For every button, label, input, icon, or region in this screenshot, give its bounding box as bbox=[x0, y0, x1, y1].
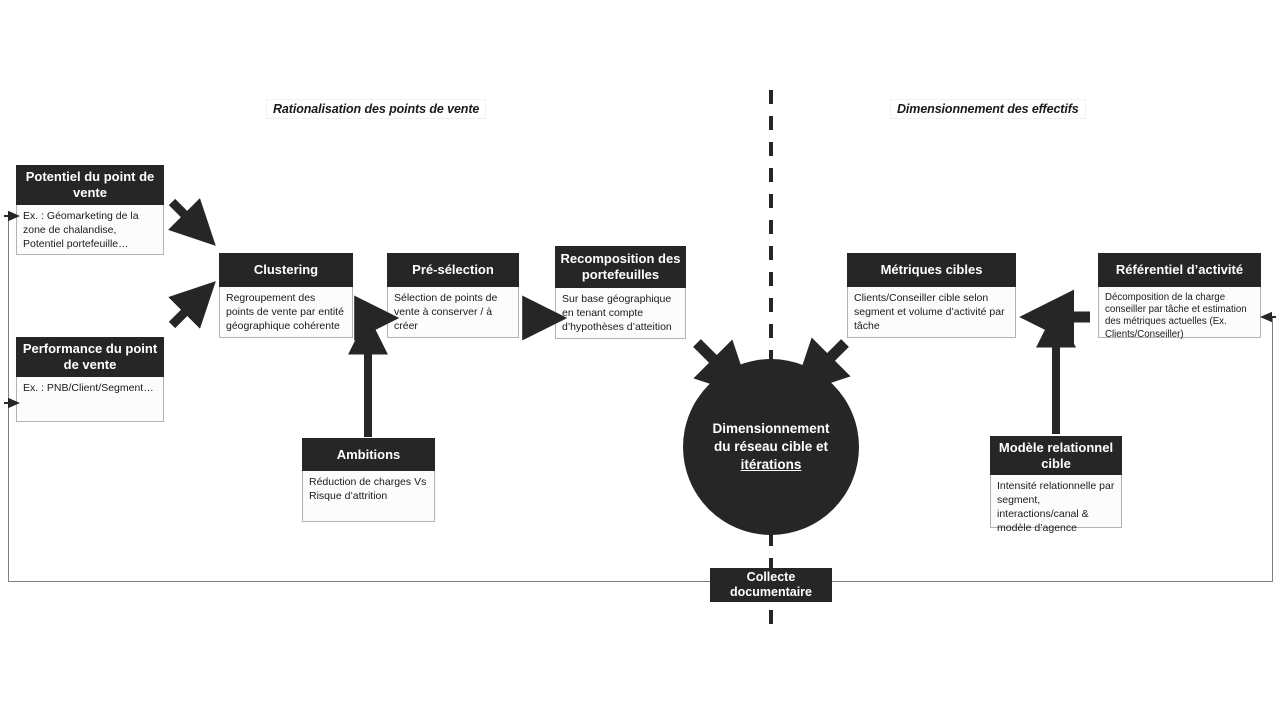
node-potentiel-title: Potentiel du point de vente bbox=[16, 165, 164, 205]
node-collecte-documentaire[interactable]: Collecte documentaire bbox=[710, 568, 832, 602]
arrow-metriques-to-hub bbox=[792, 337, 851, 396]
node-modele-title: Modèle relationnel cible bbox=[990, 436, 1122, 475]
collecte-line-1: Collecte bbox=[746, 570, 796, 584]
arrow-potentiel-to-clustering bbox=[168, 198, 216, 246]
node-referentiel-body: Décomposition de la charge conseiller pa… bbox=[1098, 287, 1261, 340]
node-preselection-body: Sélection de points de vente à conserver… bbox=[387, 287, 519, 338]
left-feedback-vertical bbox=[8, 214, 9, 582]
right-feedback-horizontal bbox=[769, 581, 1273, 582]
node-preselection-title: Pré-sélection bbox=[387, 253, 519, 287]
node-modele-body detached: Intensité relationnelle par segment, int… bbox=[990, 475, 1122, 534]
node-ambitions-body detached: Réduction de charges Vs Risque d’attriti… bbox=[302, 471, 435, 522]
node-preselection[interactable]: Pré-sélection Sélection de points de ven… bbox=[387, 253, 519, 338]
section-title-right: Dimensionnement des effectifs bbox=[890, 99, 1086, 119]
node-metriques-body: Clients/Conseiller cible selon segment e… bbox=[847, 287, 1016, 338]
hub-dimensionnement[interactable]: Dimensionnement du réseau cible et itéra… bbox=[683, 359, 859, 535]
node-recomposition-title: Recomposition des portefeuilles bbox=[555, 246, 686, 288]
node-clustering[interactable]: Clustering Regroupement des points de ve… bbox=[219, 253, 353, 338]
hub-line-2: du réseau cible et bbox=[713, 438, 829, 454]
hub-line-3: itérations bbox=[740, 457, 802, 473]
node-metriques-cibles[interactable]: Métriques cibles Clients/Conseiller cibl… bbox=[847, 253, 1016, 338]
node-potentiel-body: Ex. : Géomarketing de la zone de chaland… bbox=[16, 205, 164, 255]
arrow-performance-to-clustering bbox=[168, 281, 216, 329]
node-performance-du-point-de-vente[interactable]: Performance du point de vente Ex. : PNB/… bbox=[16, 337, 164, 422]
node-metriques-title: Métriques cibles bbox=[847, 253, 1016, 287]
node-performance-body: Ex. : PNB/Client/Segment… bbox=[16, 377, 164, 422]
left-feedback-horizontal bbox=[8, 581, 773, 582]
node-clustering-body: Regroupement des points de vente par ent… bbox=[219, 287, 353, 338]
node-referentiel-activite[interactable]: Référentiel d’activité Décomposition de … bbox=[1098, 253, 1261, 340]
right-feedback-vertical bbox=[1272, 316, 1273, 582]
collecte-line-2: documentaire bbox=[730, 585, 812, 599]
node-recomposition-body: Sur base géographique en tenant compte d… bbox=[555, 288, 686, 339]
node-recomposition[interactable]: Recomposition des portefeuilles Sur base… bbox=[555, 246, 686, 339]
node-ambitions-title: Ambitions bbox=[302, 438, 435, 471]
section-title-left: Rationalisation des points de vente bbox=[266, 99, 487, 119]
node-performance-title: Performance du point de vente bbox=[16, 337, 164, 377]
hub-line-1: Dimensionnement bbox=[712, 420, 830, 436]
node-clustering-title: Clustering bbox=[219, 253, 353, 287]
node-referentiel-title: Référentiel d’activité bbox=[1098, 253, 1261, 287]
node-modele-relationnel-cible[interactable]: Modèle relationnel cible Intensité relat… bbox=[990, 436, 1122, 534]
node-ambitions[interactable]: Ambitions Réduction de charges Vs Risque… bbox=[302, 438, 435, 522]
node-potentiel-du-point-de-vente[interactable]: Potentiel du point de vente Ex. : Géomar… bbox=[16, 165, 164, 255]
